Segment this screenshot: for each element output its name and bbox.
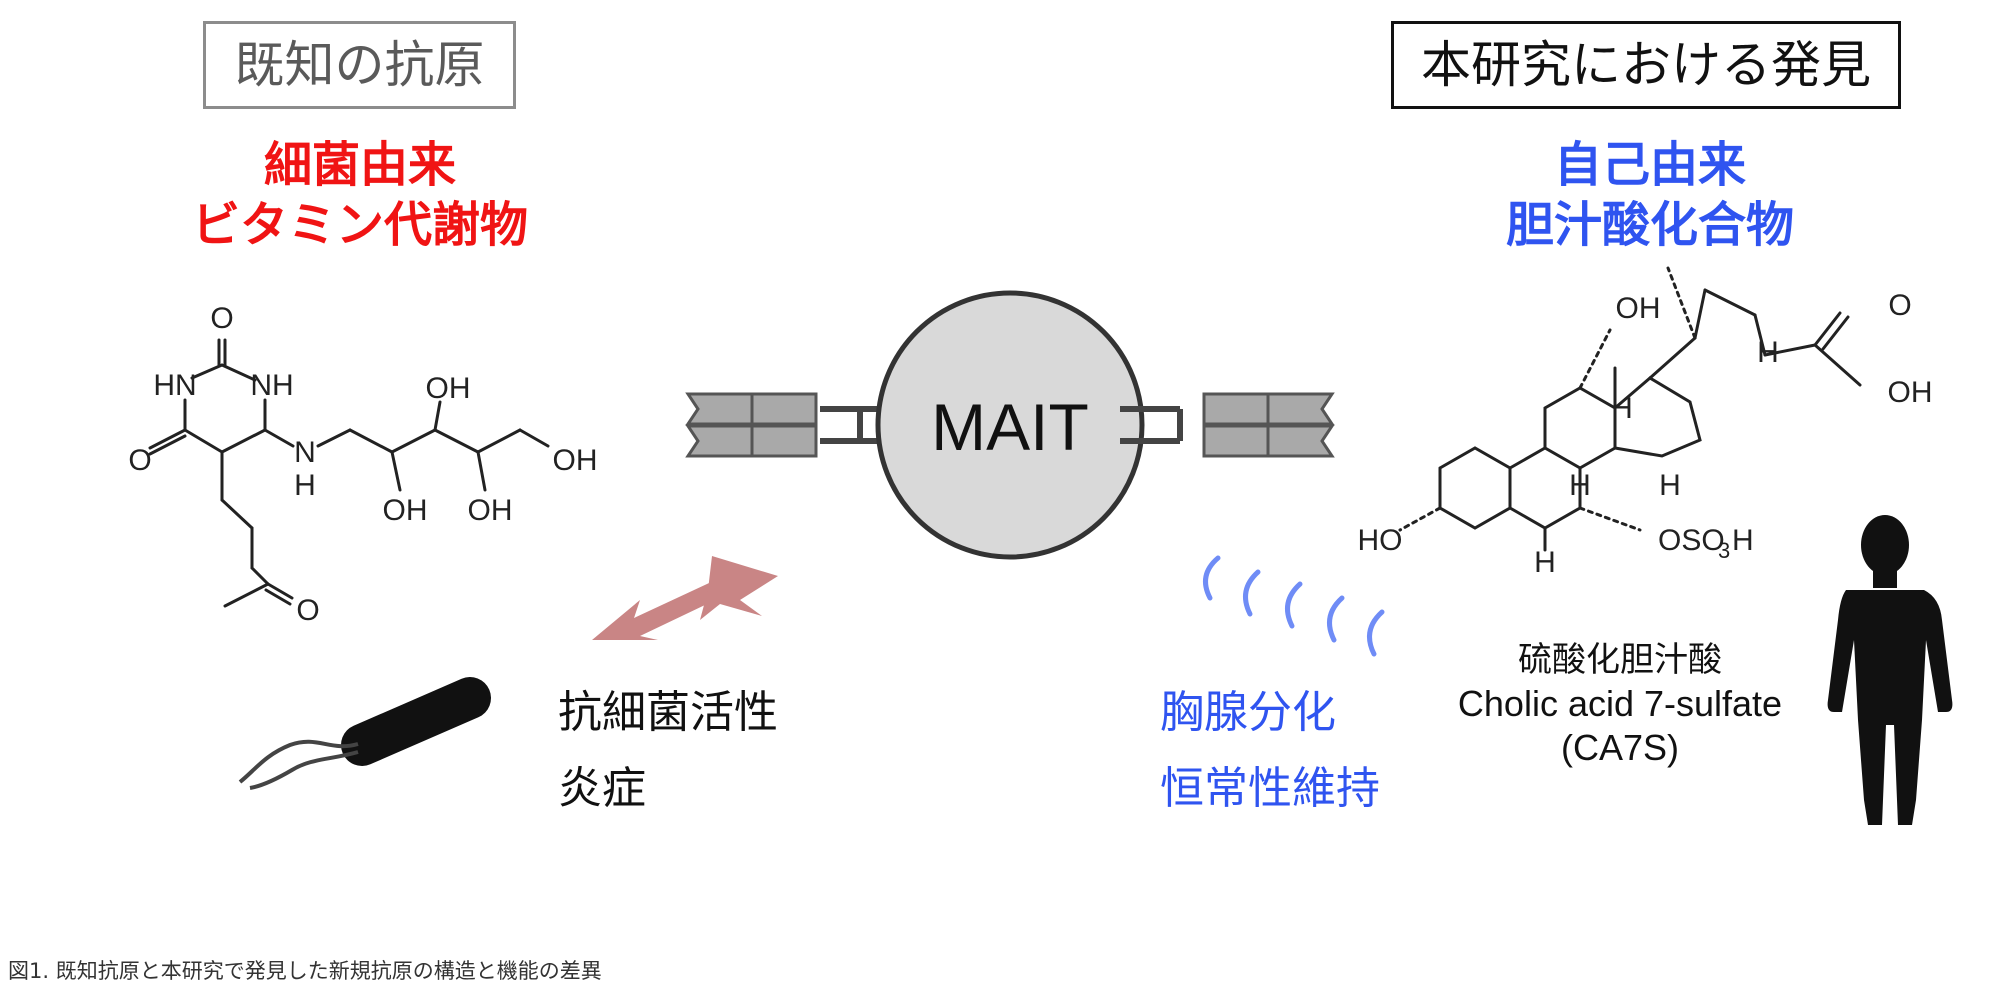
atom-label: OSO <box>1658 524 1725 557</box>
atom-label: O <box>210 302 233 335</box>
atom-label: OH <box>468 494 513 527</box>
human-silhouette-icon <box>1827 515 1953 825</box>
bacterium-icon <box>238 677 491 790</box>
vitamin-metabolite-structure <box>148 338 550 608</box>
origin-line: ビタミン代謝物 <box>191 197 528 253</box>
compound-name-ja: 硫酸化胆汁酸 <box>1518 640 1722 680</box>
atom-label: HN <box>153 369 196 402</box>
known-antigen-title: 既知の抗原 <box>203 21 516 109</box>
atom-label-subscript: 3 <box>1718 538 1730 563</box>
effect-line: 炎症 <box>558 763 646 814</box>
origin-line: 細菌由来 <box>263 137 456 193</box>
ca7s-label: 硫酸化胆汁酸 Cholic acid 7-sulfate (CA7S) <box>1420 638 1820 770</box>
atom-label: H <box>294 469 316 502</box>
ca7s-structure <box>1398 266 1862 552</box>
atom-label: HO <box>1358 524 1403 557</box>
atom-label: O <box>296 594 319 627</box>
mait-label: MAIT <box>931 390 1089 464</box>
atom-label: O <box>1888 289 1911 322</box>
origin-line: 胆汁酸化合物 <box>1505 197 1794 253</box>
atom-label: H <box>1534 546 1556 579</box>
thymus-effects: 胸腺分化 恒常性維持 <box>1160 675 1380 827</box>
self-origin-label: 自己由来 胆汁酸化合物 <box>1420 135 1880 255</box>
atom-label: OH <box>553 444 598 477</box>
atom-label: H <box>1757 336 1779 369</box>
atom-label: H <box>1732 524 1754 557</box>
left-receptor <box>685 392 880 458</box>
effect-line: 恒常性維持 <box>1160 763 1380 814</box>
arrow-to-bacterium <box>592 556 778 640</box>
bacterial-origin-label: 細菌由来 ビタミン代謝物 <box>150 135 570 255</box>
compound-abbr: (CA7S) <box>1560 727 1680 768</box>
antibacterial-effects: 抗細菌活性 炎症 <box>558 675 778 827</box>
atom-label: H <box>1611 392 1633 425</box>
atom-label: OH <box>383 494 428 527</box>
effect-line: 抗細菌活性 <box>558 687 778 738</box>
atom-label: OH <box>426 372 471 405</box>
atom-label: H <box>1659 469 1681 502</box>
atom-label: OH <box>1616 292 1661 325</box>
figure-caption: 図1. 既知抗原と本研究で発見した新規抗原の構造と機能の差異 <box>8 959 602 983</box>
compound-name-en: Cholic acid 7-sulfate <box>1457 683 1783 724</box>
signal-waves-icon <box>1203 555 1385 657</box>
atom-label: NH <box>250 369 293 402</box>
finding-title: 本研究における発見 <box>1391 21 1901 109</box>
origin-line: 自己由来 <box>1553 137 1746 193</box>
atom-label: H <box>1569 469 1591 502</box>
atom-label: OH <box>1888 376 1933 409</box>
right-receptor <box>1120 392 1335 458</box>
effect-line: 胸腺分化 <box>1160 687 1336 738</box>
atom-label: O <box>128 444 151 477</box>
atom-label: N <box>294 436 316 469</box>
mait-cell <box>875 290 1145 560</box>
